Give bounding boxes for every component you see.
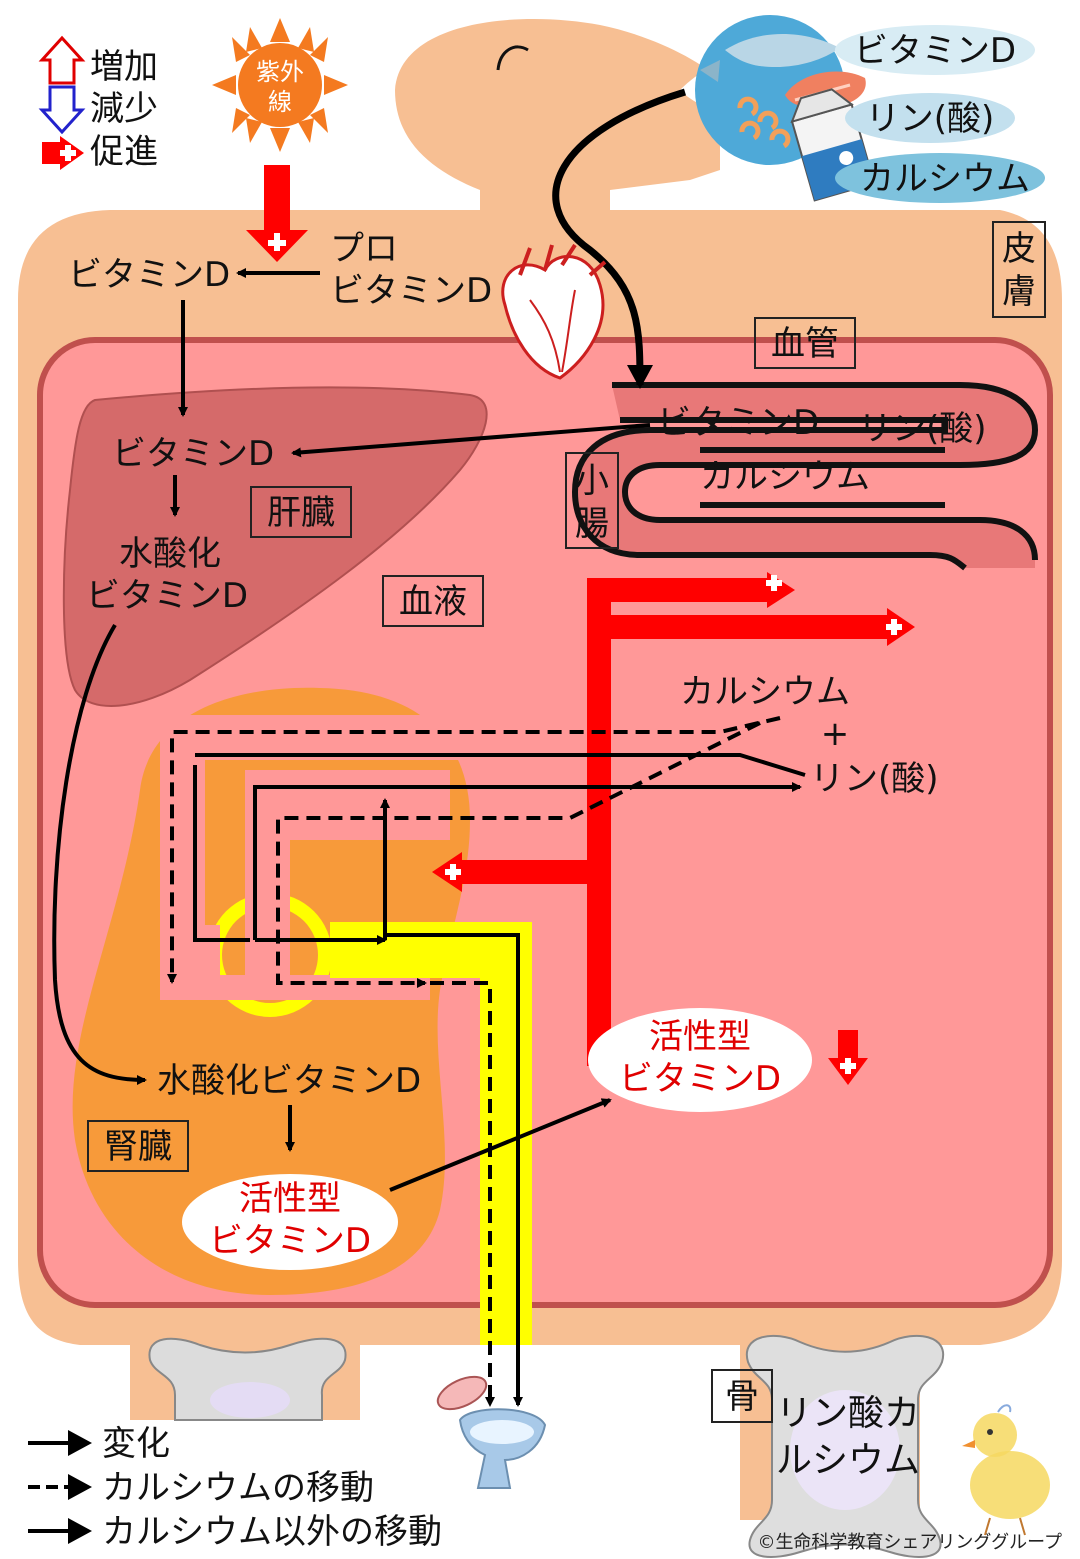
blood-plus: + [821, 714, 850, 754]
skin-label-2: 膚 [1002, 272, 1036, 312]
kidney-label: 腎臓 [104, 1127, 172, 1167]
intestine-phosphate: リン(酸) [858, 409, 987, 449]
blood-active-2: ビタミンD [619, 1059, 781, 1099]
flow-arrows [52, 88, 806, 1407]
intestine-calcium: カルシウム [700, 457, 870, 497]
sun-icon [212, 18, 348, 152]
skin-vitamin-d: ビタミンD [68, 255, 230, 295]
blood-label: 血液 [399, 582, 467, 622]
skin-pro-line1: プロ [330, 229, 398, 269]
vessel-label: 血管 [771, 324, 839, 364]
uv-promote-arrow [246, 165, 308, 262]
legend-decrease-icon [38, 85, 86, 135]
intestine-label-box [565, 452, 619, 549]
liver-vitamin-d: ビタミンD [112, 434, 274, 474]
food-phosphate: リン(酸) [866, 99, 995, 139]
toilet-icon [436, 1375, 547, 1489]
liver-hydroxy-1: 水酸化 [119, 534, 221, 574]
food-illustration [695, 15, 1045, 203]
bone-right [745, 1334, 945, 1558]
bone-label: 骨 [725, 1377, 759, 1417]
liver-label-box [250, 486, 352, 538]
urine-tube [330, 922, 532, 1345]
food-calcium: カルシウム [860, 159, 1030, 199]
kidney-active-ellipse [182, 1174, 398, 1270]
kidney-active-2: ビタミンD [209, 1221, 371, 1261]
skin-pro-line2: ビタミンD [330, 271, 492, 311]
intestine-label-1: 小 [575, 461, 609, 501]
food-vitamin-d: ビタミンD [854, 31, 1016, 71]
sun-label-1: 紫外 [256, 58, 304, 86]
legend-increase-icon [38, 35, 86, 85]
bone-left [148, 1337, 347, 1421]
bone-line1: リン酸カ [776, 1393, 920, 1434]
legend-calcium-move-text: カルシウムの移動 [102, 1468, 374, 1508]
sun-label-2: 線 [268, 88, 292, 116]
liver-hydroxy-2: ビタミンD [86, 576, 248, 616]
credit-text: ©生命科学教育シェアリンググループ [757, 1532, 1062, 1553]
liver-shape [62, 386, 488, 707]
intestine-vitamin-d: ビタミンD [657, 403, 819, 443]
legend-promote-text: 促進 [90, 132, 158, 172]
blood-phosphate: リン(酸) [810, 759, 939, 799]
kidney-label-box [87, 1120, 189, 1172]
legend-promote-icon [42, 136, 84, 170]
legend-change-text: 変化 [102, 1424, 170, 1464]
chick-icon [962, 1404, 1050, 1536]
bone-line2: ルシウム [776, 1440, 920, 1481]
calcium-dashed-arrows [167, 716, 781, 1407]
kidney-active-1: 活性型 [239, 1179, 341, 1219]
blood-label-box [382, 575, 484, 627]
active-vitamin-d-arrows [432, 572, 915, 1085]
blood-active-1: 活性型 [649, 1017, 751, 1057]
skin-label-box [992, 221, 1046, 318]
bone-label-box [711, 1369, 773, 1423]
liver-label: 肝臓 [267, 493, 335, 533]
legend-decrease-text: 減少 [90, 89, 158, 129]
vessel-label-box [754, 317, 856, 369]
blood-active-ellipse [588, 1008, 812, 1112]
skin-label-1: 皮 [1002, 229, 1036, 269]
small-intestine [571, 382, 1039, 571]
legend-other-move-text: カルシウム以外の移動 [102, 1512, 442, 1552]
blood-calcium: カルシウム [680, 672, 850, 712]
legend-increase-text: 増加 [90, 47, 158, 87]
heart-icon [501, 243, 607, 380]
kidney-hydroxy: 水酸化ビタミンD [157, 1061, 421, 1101]
intestine-label-2: 腸 [575, 504, 609, 544]
